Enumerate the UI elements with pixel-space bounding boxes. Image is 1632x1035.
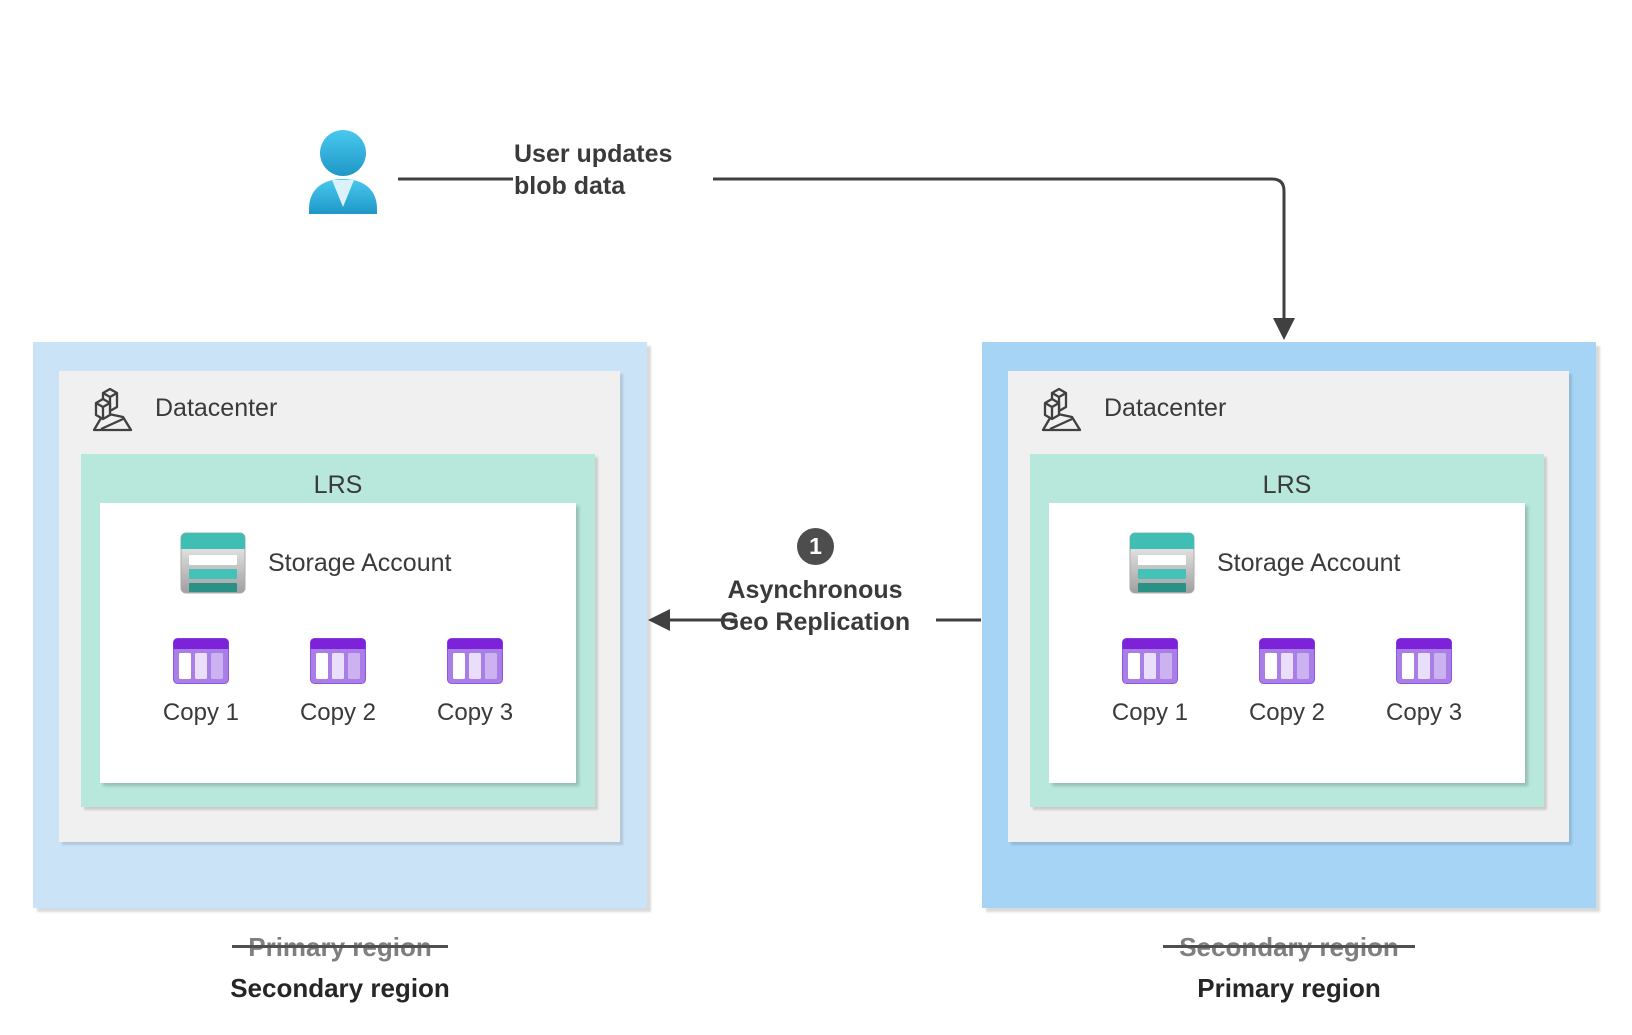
storage-account-label: Storage Account	[268, 548, 452, 577]
copy-item: Copy 3	[437, 638, 513, 727]
replication-label-line2: Geo Replication	[719, 608, 911, 636]
datacenter-header: Datacenter	[1008, 371, 1569, 432]
copy-label: Copy 1	[1111, 699, 1188, 726]
storage-account-icon	[1129, 532, 1195, 594]
former-role-text: Secondary region	[1163, 932, 1415, 962]
user-updates-note: User updates blob data	[514, 138, 672, 202]
label-to-primary-line	[713, 177, 1286, 320]
copies-row: Copy 1 Copy 2	[1049, 638, 1525, 727]
copy-label: Copy 2	[1248, 699, 1326, 726]
replication-label: Asynchronous Geo Replication	[665, 574, 965, 638]
datacenter-box-right: Datacenter LRS Storage Account	[1008, 371, 1569, 842]
storage-account-icon	[180, 532, 246, 594]
copy-table-icon	[172, 638, 229, 684]
datacenter-header: Datacenter	[59, 371, 620, 432]
region-role-labels-right: Secondary region Primary region	[1089, 932, 1489, 1003]
region-role-labels-left: Primary region Secondary region	[140, 932, 540, 1003]
former-role-label: Primary region	[140, 932, 540, 962]
replication-label-line1: Asynchronous	[727, 576, 903, 604]
copies-row: Copy 1 Copy 2	[100, 638, 576, 727]
copy-item: Copy 2	[1249, 638, 1325, 727]
user-icon	[309, 130, 377, 214]
copy-label: Copy 2	[299, 699, 377, 726]
user-note-line2: blob data	[514, 172, 626, 200]
current-role-label: Primary region	[1197, 973, 1381, 1003]
lrs-label: LRS	[1262, 471, 1312, 499]
step-badge: 1	[797, 528, 834, 565]
storage-account-row: Storage Account	[1049, 503, 1525, 594]
copy-table-icon	[309, 638, 366, 684]
storage-account-row: Storage Account	[100, 503, 576, 594]
datacenter-label: Datacenter	[1104, 393, 1227, 422]
storage-panel-right: Storage Account Copy 1	[1049, 503, 1525, 783]
user-note-line1: User updates	[514, 140, 673, 168]
copy-item: Copy 2	[300, 638, 376, 727]
former-role-label: Secondary region	[1089, 932, 1489, 962]
datacenter-icon	[92, 387, 133, 432]
region-box-left: Datacenter LRS Storage Account	[33, 342, 647, 908]
copy-label: Copy 1	[162, 699, 239, 726]
copy-item: Copy 1	[1112, 638, 1188, 727]
copy-label: Copy 3	[1386, 699, 1463, 726]
datacenter-label: Datacenter	[155, 393, 278, 422]
copy-table-icon	[447, 638, 504, 684]
copy-item: Copy 3	[1386, 638, 1462, 727]
copy-item: Copy 1	[163, 638, 239, 727]
former-role-text: Primary region	[232, 932, 448, 962]
lrs-box-right: LRS Storage Account	[1030, 454, 1544, 807]
current-role-label: Secondary region	[230, 973, 450, 1003]
copy-table-icon	[1396, 638, 1453, 684]
datacenter-box-left: Datacenter LRS Storage Account	[59, 371, 620, 842]
datacenter-icon	[1041, 387, 1082, 432]
lrs-box-left: LRS Storage Account	[81, 454, 595, 807]
storage-panel-left: Storage Account Copy 1	[100, 503, 576, 783]
copy-table-icon	[1258, 638, 1315, 684]
copy-label: Copy 3	[437, 699, 514, 726]
lrs-label: LRS	[313, 471, 363, 499]
copy-table-icon	[1121, 638, 1178, 684]
storage-account-label: Storage Account	[1217, 548, 1401, 577]
down-arrowhead-icon	[1273, 318, 1295, 340]
region-box-right: Datacenter LRS Storage Account	[982, 342, 1596, 908]
